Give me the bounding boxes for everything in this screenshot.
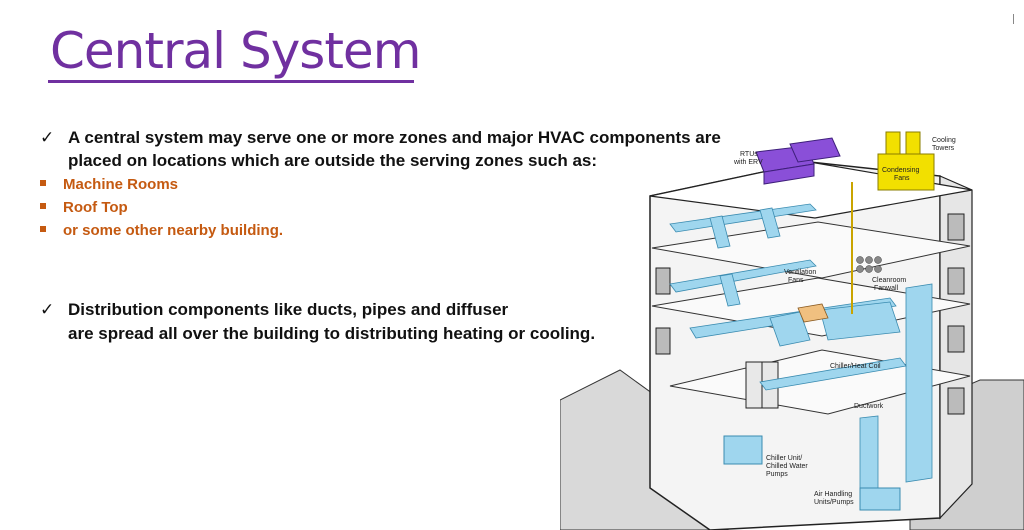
sub-item-label: Roof Top — [63, 199, 128, 216]
square-bullet-icon — [40, 203, 46, 210]
label-chiller-unit-3: Pumps — [766, 471, 788, 478]
bullet-1-line-2: placed on locations which are outside th… — [68, 151, 598, 170]
duct — [719, 273, 741, 307]
duct — [769, 311, 811, 347]
fan — [865, 265, 873, 273]
check-icon: ✓ — [40, 300, 55, 319]
square-bullet-icon — [40, 180, 46, 187]
window — [655, 327, 671, 355]
duct — [859, 415, 879, 491]
tower-top — [885, 131, 901, 155]
sub-item-label: or some other nearby building. — [63, 222, 284, 239]
label-chiller-unit-2: Chilled Water — [766, 463, 808, 470]
duct — [759, 207, 781, 239]
duct — [669, 259, 817, 293]
label-rtus-2: with ERV — [733, 159, 763, 166]
rtu — [763, 163, 815, 185]
label-rtus: RTUs — [740, 151, 758, 158]
window — [947, 325, 965, 353]
sub-item-roof-top: Roof Top — [40, 198, 128, 218]
slide-title: Central System — [50, 22, 421, 80]
tower-top — [905, 131, 921, 155]
fan — [865, 256, 873, 264]
bullet-2-line-1: Distribution components like ducts, pipe… — [68, 300, 509, 319]
label-ductwork: Ductwork — [854, 403, 884, 410]
sub-item-nearby-building: or some other nearby building. — [40, 221, 283, 241]
heat-coil-box — [797, 303, 829, 323]
rtu-units — [755, 137, 841, 185]
window — [947, 213, 965, 241]
edge-marker — [1013, 14, 1014, 24]
label-cooling-towers-2: Towers — [932, 145, 955, 152]
check-icon: ✓ — [40, 128, 55, 147]
cooling-towers — [877, 131, 935, 191]
label-chiller-coil: Chiller/Heat Coil — [830, 363, 881, 370]
duct — [709, 215, 731, 249]
sub-item-label: Machine Rooms — [63, 176, 179, 193]
label-ahu: Air Handling — [814, 491, 852, 498]
hvac-building-diagram: Cooling Towers RTUs with ERV Condensing … — [560, 131, 1024, 530]
label-condensing-2: Fans — [894, 175, 910, 182]
window — [947, 387, 965, 415]
label-cleanroom-2: Fanwall — [874, 285, 899, 292]
bullet-2-line-2: are spread all over the building to dist… — [68, 324, 596, 343]
building-front — [649, 161, 941, 530]
rtu — [789, 137, 841, 163]
fan — [874, 256, 882, 264]
duct — [759, 357, 907, 391]
label-ventilation: Ventilation — [784, 269, 816, 276]
label-ahu-2: Units/Pumps — [814, 499, 854, 506]
square-bullet-icon — [40, 226, 46, 233]
cleanroom-fans — [856, 256, 882, 273]
label-chiller-unit: Chiller Unit/ — [766, 455, 802, 462]
duct — [905, 283, 933, 483]
label-ventilation-2: Fans — [788, 277, 804, 284]
fan — [856, 256, 864, 264]
chiller-unit — [723, 435, 763, 465]
label-cleanroom: Cleanroom — [872, 277, 906, 284]
air-handling-unit — [859, 487, 901, 511]
bullet-1-line-1: A central system may serve one or more z… — [68, 128, 721, 147]
duct — [819, 301, 901, 341]
label-cooling-towers: Cooling — [932, 137, 956, 144]
window — [655, 267, 671, 295]
title-underline — [48, 80, 414, 83]
ductwork-group — [669, 203, 933, 491]
window — [947, 267, 965, 295]
fan — [874, 265, 882, 273]
sub-item-machine-rooms: Machine Rooms — [40, 175, 178, 195]
label-condensing: Condensing — [882, 167, 919, 174]
fan — [856, 265, 864, 273]
